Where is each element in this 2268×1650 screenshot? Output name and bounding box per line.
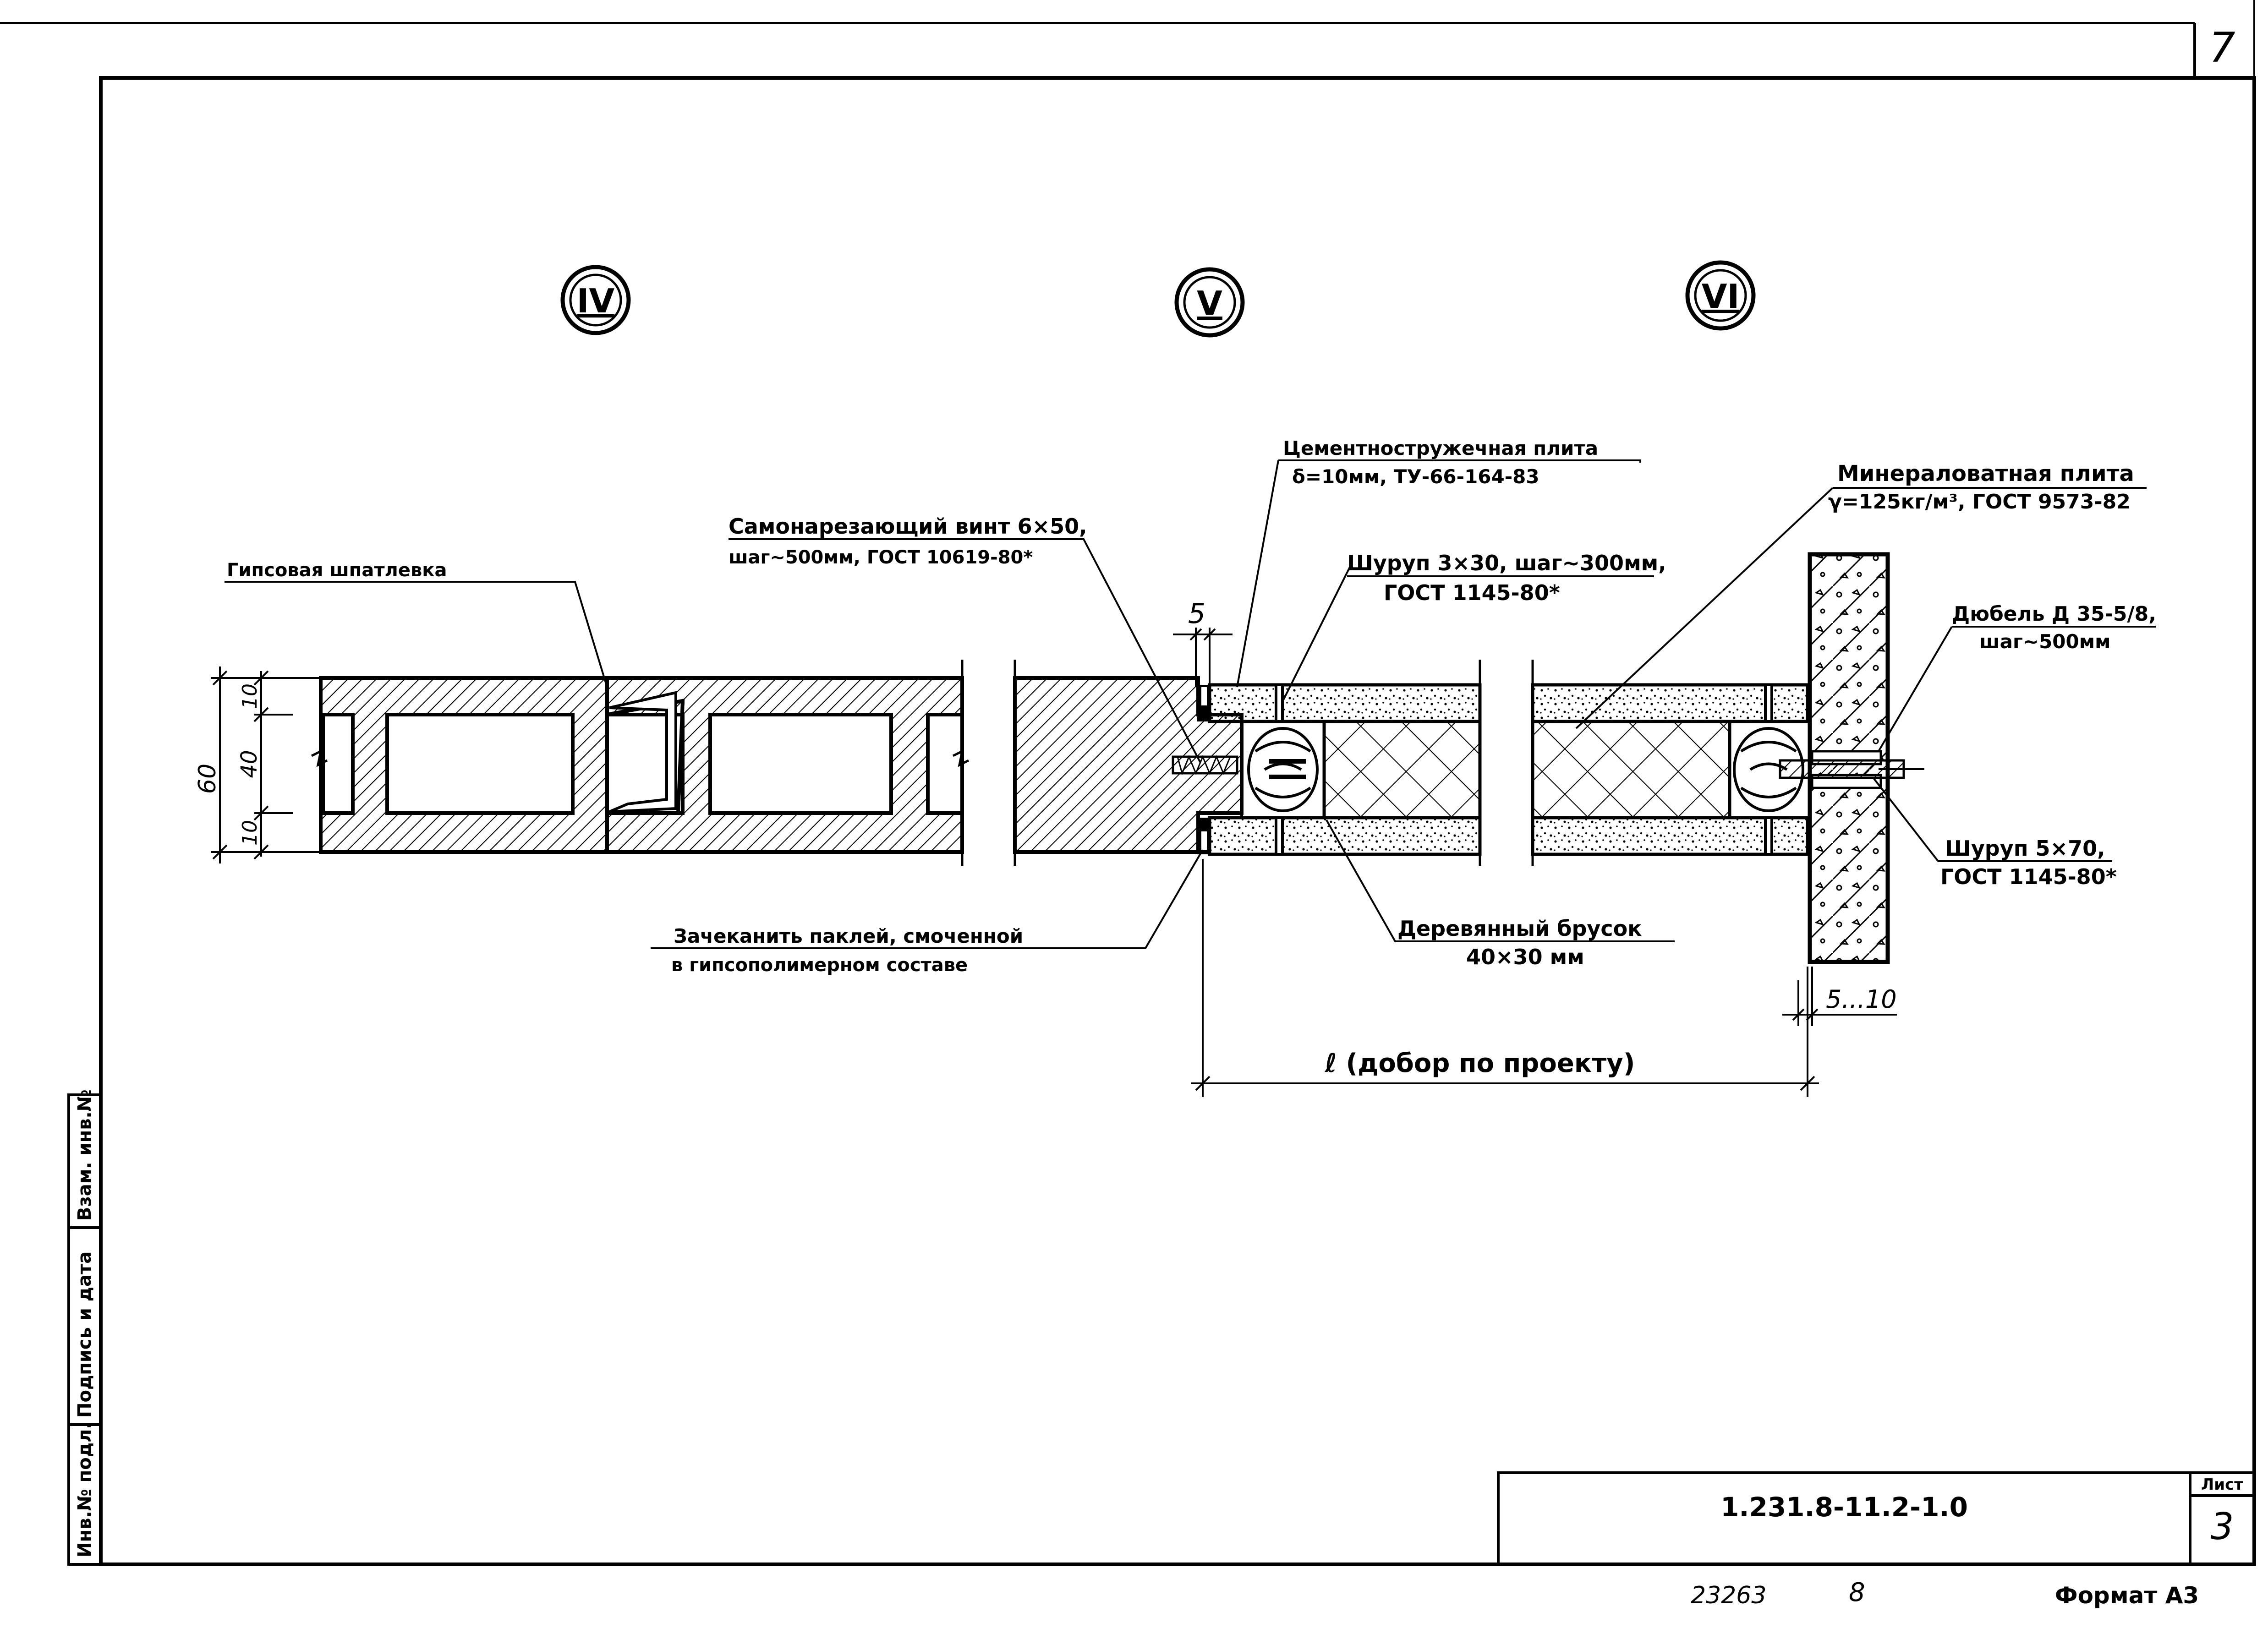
dim-middle-layer: 40 (236, 750, 262, 778)
dimension-gap (1173, 628, 1233, 687)
callout-screw-line2: ГОСТ 1145-80* (1384, 580, 1560, 605)
dim-top-layer: 10 (238, 683, 262, 709)
sheet-frame (0, 0, 2256, 1566)
callout-cement-line2: δ=10мм, ТУ-66-164-83 (1292, 465, 1539, 488)
dimension-wall-gap (1782, 967, 1897, 1026)
section-label-iv: IV (577, 282, 615, 320)
dowel-and-screw (1779, 750, 1924, 789)
callout-wood-bar-line2: 40×30 мм (1466, 945, 1584, 969)
document-code: 1.231.8-11.2-1.0 (1720, 1492, 1968, 1523)
section-marker-vi: VI (1685, 260, 1756, 331)
callout-wood-bar-line1: Деревянный брусок (1397, 916, 1642, 941)
corner-page-number: 7 (2209, 24, 2235, 72)
dim-length-label: ℓ (добор по проекту) (1325, 1049, 1635, 1078)
caulk-joints (1197, 685, 1211, 854)
callout-self-screw-line1: Самонарезающий винт 6×50, (729, 514, 1087, 539)
inventory-copy: 8 (1849, 1578, 1865, 1607)
cement-board-top (1208, 683, 1809, 723)
callout-screw-line1: Шуруп 3×30, шаг~300мм, (1347, 551, 1666, 575)
dim-bottom-layer: 10 (238, 820, 262, 846)
callout-dowel-line2: шаг~500мм (1979, 630, 2110, 653)
dim-gap: 5 (1188, 598, 1205, 630)
self-tapping-screw (1172, 755, 1238, 776)
stamp-inventory-original: Инв.№ подл. (74, 1422, 95, 1557)
stamp-replaced-inventory: Взам. инв.№ (74, 1089, 95, 1221)
paper-format: Формат А3 (2055, 1582, 2199, 1609)
dim-wall-gap: 5...10 (1826, 985, 1897, 1014)
dimension-length (1191, 859, 1819, 1097)
callout-mineral-line1: Минераловатная плита (1837, 461, 2134, 486)
callout-gypsum: Гипсовая шпатлевка (227, 560, 447, 581)
section-label-vi: VI (1702, 277, 1740, 316)
callout-caulk-line1: Зачеканить паклей, смоченной (674, 925, 1023, 947)
leader-lines (225, 459, 2156, 949)
section-marker-iv: IV (560, 265, 631, 335)
sheet-number: 3 (2211, 1505, 2234, 1548)
dim-total-thickness: 60 (194, 764, 221, 794)
callout-screw5-line2: ГОСТ 1145-80* (1940, 864, 2117, 889)
callout-mineral-line2: γ=125кг/м³, ГОСТ 9573-82 (1828, 490, 2131, 514)
inventory-number: 23263 (1691, 1582, 1766, 1609)
title-block (1497, 1471, 2256, 1566)
section-label-v: V (1197, 284, 1222, 322)
section-marker-v: V (1174, 267, 1245, 338)
callout-cement-line1: Цементностружечная плита (1283, 437, 1598, 459)
callout-dowel-line1: Дюбель Д 35-5/8, (1952, 602, 2156, 626)
side-stamp (67, 1093, 102, 1566)
gypsum-panel-middle (605, 676, 964, 854)
wooden-bar-left (1240, 683, 1326, 856)
dimension-thickness (211, 667, 321, 863)
callout-caulk-line2: в гипсополимерном составе (671, 955, 968, 976)
sheet-label: Лист (2201, 1475, 2243, 1494)
callout-screw5-line1: Шуруп 5×70, (1945, 836, 2105, 861)
callout-self-screw-line2: шаг~500мм, ГОСТ 10619-80* (729, 547, 1033, 568)
mineral-wool-slab (1322, 720, 1731, 820)
stamp-signature-date: Подпись и дата (74, 1251, 95, 1418)
